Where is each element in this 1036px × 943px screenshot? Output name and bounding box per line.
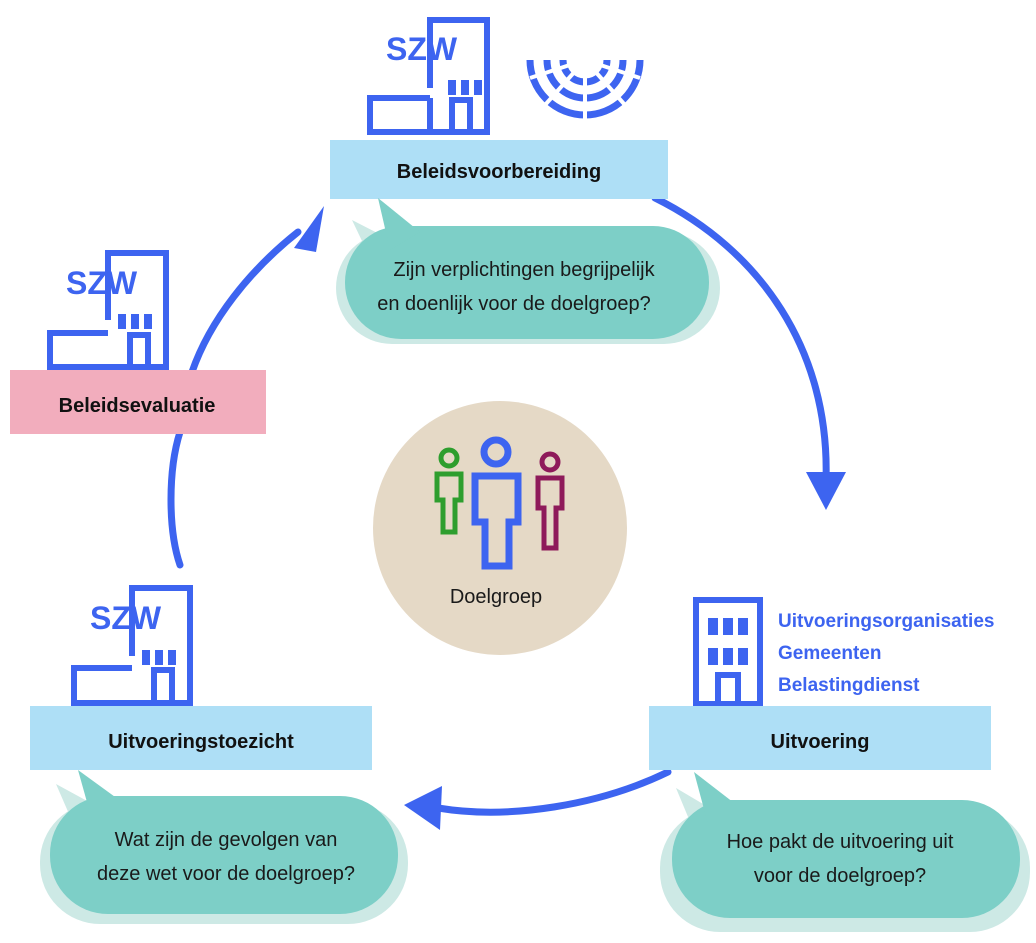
- bubble-line-2: deze wet voor de doelgroep?: [97, 863, 355, 885]
- execution-org-item: Belastingdienst: [778, 675, 920, 696]
- arrow-icon: [404, 786, 442, 830]
- speech-bubble: Hoe pakt de uitvoering uit voor de doelg…: [660, 772, 1030, 932]
- speech-bubble: Wat zijn de gevolgen van deze wet voor d…: [40, 770, 408, 924]
- building-icon: [47, 250, 169, 370]
- stage-label: Uitvoering: [771, 731, 870, 753]
- cycle-arrows: [167, 194, 846, 830]
- building-windows: [118, 314, 152, 329]
- bubble-line-1: Zijn verplichtingen begrijpelijk: [393, 259, 655, 281]
- building-windows: [708, 618, 748, 665]
- building-windows: [142, 650, 176, 665]
- building-icon: [71, 585, 193, 706]
- bubble-line-2: en doenlijk voor de doelgroep?: [377, 293, 651, 315]
- execution-org-list: Uitvoeringsorganisaties Gemeenten Belast…: [778, 611, 994, 696]
- building-windows: [448, 80, 482, 95]
- ministry-label: SZW: [386, 31, 458, 67]
- stage-label-box: [10, 370, 266, 434]
- speech-bubble: Zijn verplichtingen begrijpelijk en doen…: [336, 198, 720, 344]
- stage-label: Uitvoeringstoezicht: [108, 731, 294, 753]
- arrow-icon: [806, 472, 846, 510]
- bubble-line-2: voor de doelgroep?: [754, 865, 926, 887]
- stage-label-box: [649, 706, 991, 770]
- target-group: Doelgroep: [373, 401, 627, 655]
- stage-label-box: [330, 140, 668, 199]
- building-icon: [693, 597, 763, 707]
- people-icon: [434, 436, 565, 570]
- stage-execution: Uitvoeringsorganisaties Gemeenten Belast…: [649, 597, 1030, 932]
- arrow-icon: [294, 206, 324, 252]
- target-group-circle: [373, 401, 627, 655]
- arrow-exec-to-super: [434, 768, 672, 816]
- ministry-label: SZW: [66, 265, 138, 301]
- ministry-label: SZW: [90, 600, 162, 636]
- stage-label-box: [30, 706, 372, 770]
- arrow-super-to-eval: [167, 428, 184, 569]
- bubble-line-1: Wat zijn de gevolgen van: [115, 829, 338, 851]
- execution-org-item: Uitvoeringsorganisaties: [778, 611, 994, 632]
- bubble-line-1: Hoe pakt de uitvoering uit: [727, 831, 954, 853]
- parliament-dividers: [529, 58, 641, 120]
- arrow-eval-to-prep: [188, 228, 302, 376]
- building-icon: [367, 17, 490, 135]
- execution-org-item: Gemeenten: [778, 643, 881, 664]
- stage-supervision: SZW Uitvoeringstoezicht Wat zijn de gevo…: [30, 585, 408, 924]
- arrow-prep-to-exec: [651, 194, 830, 484]
- stage-preparation: SZW Beleidsvoorbereiding Zijn verplichti…: [330, 17, 720, 344]
- stage-evaluation: SZW Beleidsevaluatie: [10, 250, 266, 434]
- stage-label: Beleidsvoorbereiding: [397, 161, 602, 183]
- stage-label: Beleidsevaluatie: [59, 395, 216, 417]
- target-group-label: Doelgroep: [450, 586, 542, 608]
